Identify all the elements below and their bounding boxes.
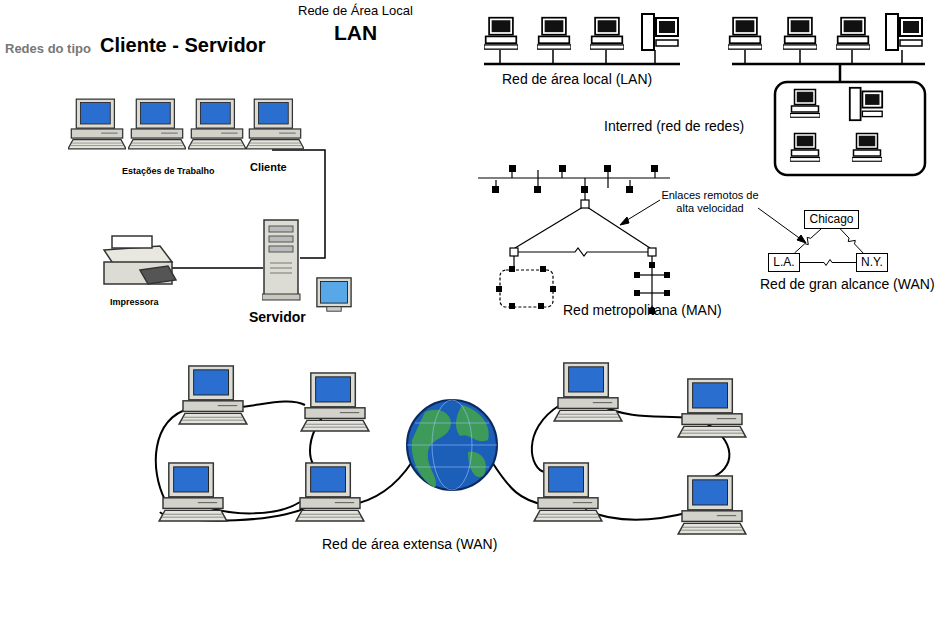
caption-prefix: Redes do tipo	[5, 42, 91, 57]
device-label: Cliente	[250, 161, 287, 174]
device-label: Impressora	[110, 297, 159, 307]
section-subtitle: Rede de Área Local	[298, 4, 413, 19]
city-name: L.A.	[773, 256, 794, 269]
remote-link	[800, 260, 856, 266]
city-box: Chicago	[804, 210, 859, 229]
city-name: N.Y.	[861, 256, 883, 269]
city-box: N.Y.	[856, 253, 888, 272]
city-box: L.A.	[768, 253, 800, 272]
remote-link	[795, 229, 822, 253]
remote-link	[840, 229, 863, 253]
section-title: LAN	[334, 21, 377, 45]
network-caption: Interred (red de redes)	[604, 118, 744, 134]
city-name: Chicago	[809, 213, 853, 226]
leader-note: Enlaces remotos de alta velocidad	[660, 189, 760, 214]
device-label: Estações de Trabalho	[122, 166, 215, 176]
section-title: Cliente - Servidor	[100, 34, 266, 57]
network-caption: Red de área local (LAN)	[502, 71, 652, 87]
network-caption: Red de área extensa (WAN)	[322, 536, 497, 552]
network-caption: Red de gran alcance (WAN)	[760, 276, 935, 292]
device-label: Servidor	[249, 309, 306, 325]
network-caption: Red metropolitana (MAN)	[563, 302, 722, 318]
